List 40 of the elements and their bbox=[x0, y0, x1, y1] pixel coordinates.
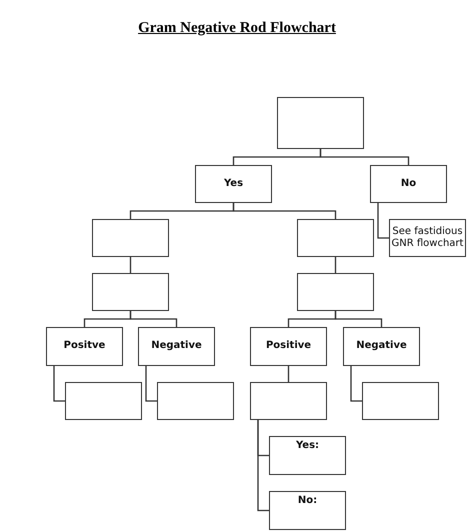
process-box bbox=[46, 327, 123, 366]
process-box bbox=[195, 165, 272, 203]
box-label: No bbox=[400, 178, 416, 190]
box-label: Negative bbox=[151, 340, 202, 353]
box-node bbox=[277, 97, 364, 149]
connector-line bbox=[232, 203, 336, 219]
connector-line bbox=[377, 203, 389, 239]
connector-line bbox=[53, 366, 65, 402]
process-box bbox=[250, 327, 327, 366]
connector-line bbox=[350, 366, 362, 402]
process-box bbox=[269, 491, 346, 530]
box-label: Negative bbox=[356, 340, 407, 353]
connector-line bbox=[288, 366, 290, 382]
box-label: Yes: bbox=[296, 440, 320, 452]
box-node bbox=[92, 219, 169, 257]
box-label: Positive bbox=[266, 340, 312, 353]
process-box bbox=[138, 327, 215, 366]
connector-line bbox=[334, 311, 382, 327]
box-node bbox=[362, 382, 439, 420]
title: Gram Negative Rod Flowchart bbox=[137, 20, 337, 37]
box-label: Yes bbox=[224, 178, 244, 190]
box-node bbox=[250, 382, 327, 420]
box-node bbox=[297, 273, 374, 311]
box-node bbox=[92, 273, 169, 311]
connector-line bbox=[145, 366, 157, 402]
box-node bbox=[65, 382, 142, 420]
box-node bbox=[157, 382, 234, 420]
process-box bbox=[269, 436, 346, 475]
connector-line bbox=[320, 149, 410, 165]
connector-line bbox=[334, 257, 336, 273]
process-box bbox=[389, 219, 466, 257]
box-node bbox=[297, 219, 374, 257]
box-label: See fastidious GNR flowchart bbox=[390, 226, 464, 250]
box-label: No: bbox=[298, 495, 318, 508]
box-label: Positve bbox=[64, 340, 106, 353]
process-box bbox=[343, 327, 420, 366]
connector-line bbox=[130, 311, 178, 327]
process-box bbox=[370, 165, 447, 203]
connector-line bbox=[257, 420, 269, 512]
connector-line bbox=[130, 257, 132, 273]
